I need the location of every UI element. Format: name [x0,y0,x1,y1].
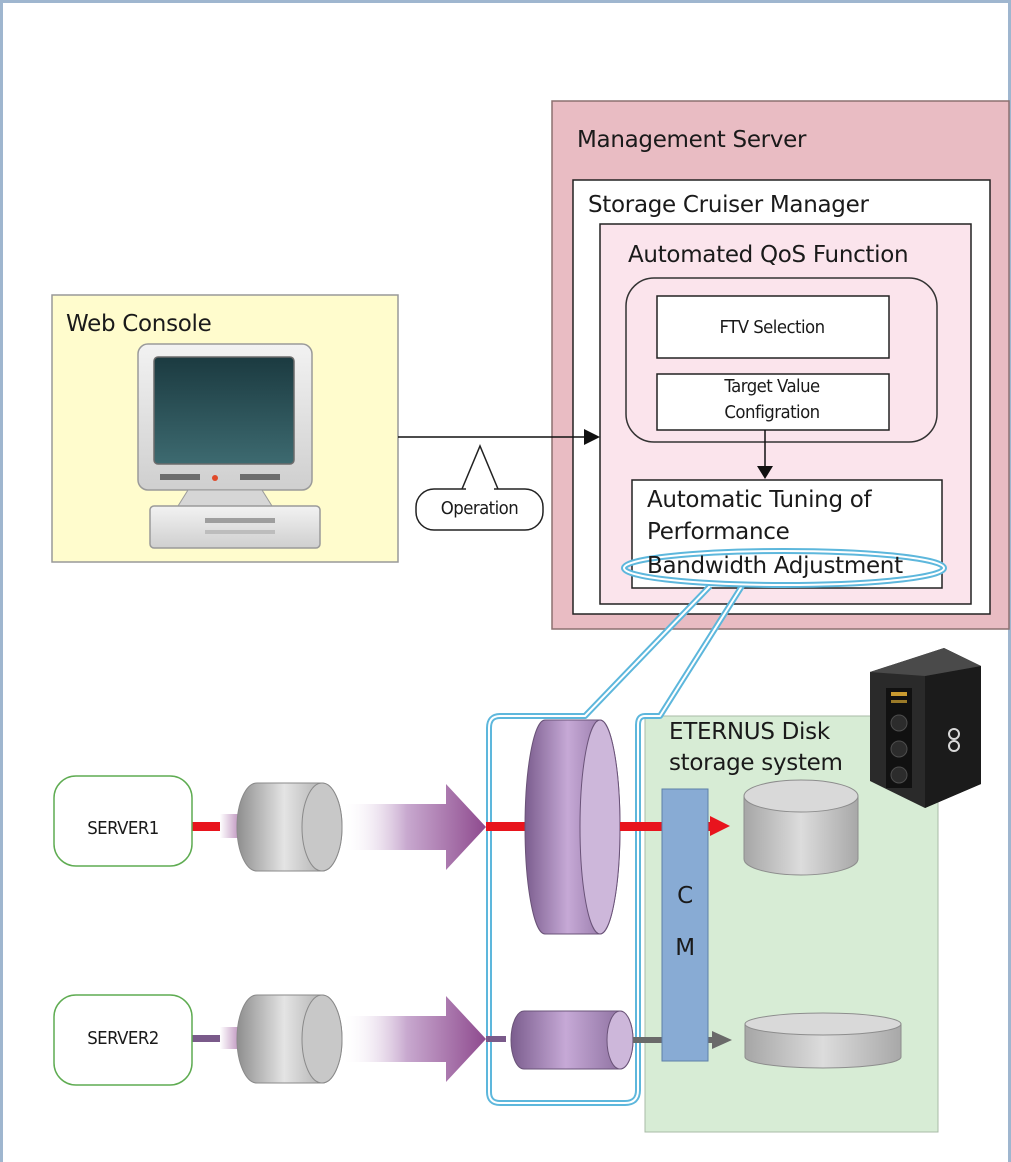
target-to-tuning-arrowhead [757,466,773,479]
automated-qos-title: Automated QoS Function [628,242,909,268]
ftv-selection-box [656,295,890,359]
automatic-tuning-label-line1: Automatic Tuning of [647,487,872,513]
disk-1 [743,779,859,876]
server1-box [53,775,193,867]
cm-bar [661,788,709,1062]
qos-selection-group [625,277,938,443]
bandwidth-highlight [486,548,947,1106]
management-server-title: Management Server [577,127,807,153]
operation-arrowhead [584,429,600,445]
monitor-computer-icon [137,343,321,549]
automatic-tuning-box [631,479,943,589]
ftv-selection-label: FTV Selection [719,317,825,338]
target-value-box [656,373,890,431]
operation-label: Operation [440,498,519,519]
automatic-tuning-label-line2: Performance [647,519,790,545]
storage-cruiser-manager-title: Storage Cruiser Manager [588,192,869,218]
cm-label-line2: M [675,935,695,961]
target-value-label-line1: Target Value [724,376,820,397]
cm-label-line1: C [677,883,693,909]
server1-label: SERVER1 [87,818,159,839]
target-value-label-line2: Configration [724,402,820,423]
web-console-title: Web Console [66,311,212,337]
disk-2 [744,1012,902,1069]
eternus-title-line1: ETERNUS Disk [669,719,830,745]
eternus-title-line2: storage system [669,750,843,776]
server2-box [53,994,193,1086]
server2-flow [192,994,732,1084]
server2-label: SERVER2 [87,1028,159,1049]
bandwidth-adjustment-label: Bandwidth Adjustment [647,553,903,579]
storage-tower-icon [870,648,981,808]
operation-callout-pointer [461,444,499,490]
